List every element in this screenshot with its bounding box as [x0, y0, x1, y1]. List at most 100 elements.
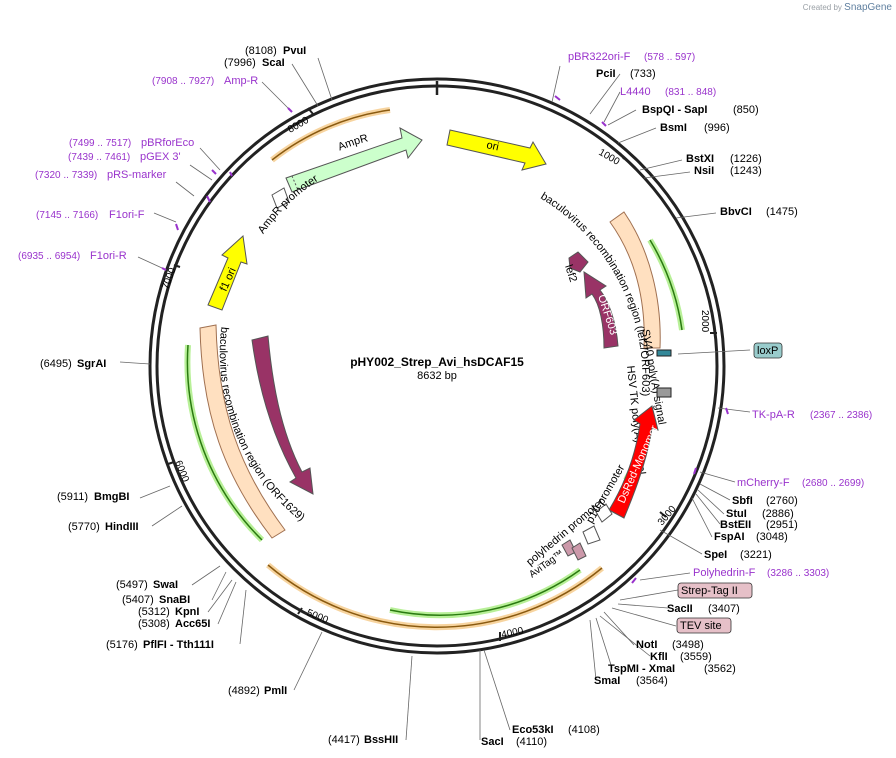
- primer-range: (578 .. 597): [644, 52, 695, 63]
- primer-range: (6935 .. 6954): [18, 251, 80, 262]
- site-spei[interactable]: SpeI: [704, 549, 727, 561]
- site-pos: (850): [733, 104, 759, 116]
- site-bstxi[interactable]: BstXI: [686, 153, 714, 165]
- primer-range: (3286 .. 3303): [767, 568, 829, 579]
- site-pos: (3221): [740, 549, 772, 561]
- tick-label-4000: 4000: [500, 625, 524, 640]
- site-hindiii[interactable]: HindIII: [105, 521, 139, 533]
- site-sgrai[interactable]: SgrAI: [77, 358, 106, 370]
- site-pos: (2951): [766, 519, 798, 531]
- site-pos: (996): [704, 122, 730, 134]
- site-tspmi-xmai[interactable]: TspMI - XmaI: [608, 663, 675, 675]
- site-pos: (5176): [106, 639, 138, 651]
- site-bmgbi[interactable]: BmgBI: [94, 491, 129, 503]
- feature-lef2[interactable]: lef2: [562, 251, 589, 284]
- site-pos: (5407): [122, 594, 154, 606]
- site-bsmi[interactable]: BsmI: [660, 122, 687, 134]
- feature-ori-label: ori: [485, 139, 499, 153]
- feature-bac-region-left[interactable]: baculovirus recombination region (ORF162…: [199, 324, 307, 539]
- site-smai[interactable]: SmaI: [594, 675, 620, 687]
- primer-f1ori-f[interactable]: F1ori-F: [109, 209, 145, 221]
- primer-l4440[interactable]: L4440: [620, 86, 651, 98]
- site-pos: (3498): [672, 639, 704, 651]
- site-pos: (2760): [766, 495, 798, 507]
- primer-tk-pa-r[interactable]: TK-pA-R: [752, 409, 795, 421]
- feature-loxp-label[interactable]: loxP: [757, 345, 778, 357]
- credit-prefix: Created by: [802, 3, 842, 12]
- site-kpni[interactable]: KpnI: [175, 606, 199, 618]
- site-noti[interactable]: NotI: [636, 639, 657, 651]
- feature-ampr-label: AmpR: [336, 132, 369, 153]
- site-pos: (1475): [766, 206, 798, 218]
- site-snabi[interactable]: SnaBI: [159, 594, 190, 606]
- site-pos: (7996): [224, 57, 256, 69]
- site-pvui[interactable]: PvuI: [283, 45, 306, 57]
- primer-pbr322ori-f[interactable]: pBR322ori-F: [568, 51, 631, 63]
- site-bspqi-sapi[interactable]: BspQI - SapI: [642, 104, 707, 116]
- primer-polyhedrin-f[interactable]: Polyhedrin-F: [693, 567, 756, 579]
- site-fspai[interactable]: FspAI: [714, 531, 745, 543]
- feature-ori[interactable]: ori: [446, 129, 547, 171]
- site-pos: (5308): [138, 618, 170, 630]
- site-scai[interactable]: ScaI: [262, 57, 285, 69]
- feature-strep-tag-label[interactable]: Strep-Tag II: [681, 585, 738, 597]
- primer-range: (7320 .. 7339): [35, 170, 97, 181]
- primer-labels: pBR322ori-F (578 .. 597) L4440 (831 .. 8…: [18, 51, 872, 579]
- callout-lines: [119, 57, 751, 741]
- site-swai[interactable]: SwaI: [153, 579, 178, 591]
- feature-f1-ori[interactable]: f1 ori: [207, 234, 248, 311]
- site-pos: (3562): [704, 663, 736, 675]
- site-saci[interactable]: SacI: [481, 736, 504, 748]
- site-pos: (733): [630, 68, 656, 80]
- primer-mcherry-f[interactable]: mCherry-F: [737, 477, 790, 489]
- site-pos: (4108): [568, 724, 600, 736]
- feature-f1-ori-label: f1 ori: [218, 266, 239, 293]
- green-highlight-arcs: [184, 238, 685, 619]
- orange-highlight-arcs: [266, 107, 604, 631]
- site-pos: (5770): [68, 521, 100, 533]
- feature-lef2-label: lef2: [562, 263, 579, 284]
- site-sacii[interactable]: SacII: [667, 603, 693, 615]
- plasmid-backbone: [148, 77, 726, 655]
- site-pmli[interactable]: PmlI: [264, 685, 287, 697]
- site-bbvci[interactable]: BbvCI: [720, 206, 752, 218]
- site-pos: (5497): [116, 579, 148, 591]
- feature-tev-site-label[interactable]: TEV site: [680, 620, 722, 632]
- site-bsteii[interactable]: BstEII: [720, 519, 751, 531]
- site-pos: (5911): [57, 491, 88, 503]
- site-stui[interactable]: StuI: [726, 508, 747, 520]
- primer-range: (7499 .. 7517): [69, 138, 131, 149]
- site-kfli[interactable]: KflI: [650, 651, 668, 663]
- site-pcii[interactable]: PciI: [596, 68, 616, 80]
- feature-orf603[interactable]: ORF603: [583, 271, 619, 349]
- site-bsshii[interactable]: BssHII: [364, 734, 398, 746]
- primer-range: (7908 .. 7927): [152, 76, 214, 87]
- tick-label-1000: 1000: [597, 147, 622, 168]
- site-pos: (3564): [636, 675, 668, 687]
- site-pos: (3559): [680, 651, 712, 663]
- site-pos: (4110): [516, 736, 547, 748]
- site-pos: (2886): [762, 508, 794, 520]
- site-pos: (3407): [708, 603, 740, 615]
- site-pos: (8108): [245, 45, 277, 57]
- site-sbfi[interactable]: SbfI: [732, 495, 753, 507]
- plasmid-length: 8632 bp: [417, 370, 457, 382]
- primer-prs-marker[interactable]: pRS-marker: [107, 169, 167, 181]
- site-pos: (4892): [228, 685, 260, 697]
- boxed-feature-labels: loxP Strep-Tag II TEV site: [676, 342, 783, 634]
- site-eco53ki[interactable]: Eco53kI: [512, 724, 554, 736]
- primer-amp-r[interactable]: Amp-R: [224, 75, 258, 87]
- primer-pbrforeco[interactable]: pBRforEco: [141, 137, 194, 149]
- site-pos: (6495): [40, 358, 72, 370]
- site-pos: (3048): [756, 531, 788, 543]
- plasmid-name: pHY002_Strep_Avi_hsDCAF15: [350, 355, 524, 369]
- feature-orf603-label: ORF603: [595, 293, 619, 336]
- feature-polyhedrin-promoter[interactable]: polyhedrin promoter: [524, 496, 607, 568]
- site-pos: (1226): [730, 153, 762, 165]
- primer-pgex-3[interactable]: pGEX 3': [140, 151, 181, 163]
- primer-f1ori-r[interactable]: F1ori-R: [90, 250, 127, 262]
- site-pflfi-tth111i[interactable]: PflFI - Tth111I: [143, 639, 214, 651]
- site-acc65i[interactable]: Acc65I: [175, 618, 210, 630]
- site-nsii[interactable]: NsiI: [694, 165, 714, 177]
